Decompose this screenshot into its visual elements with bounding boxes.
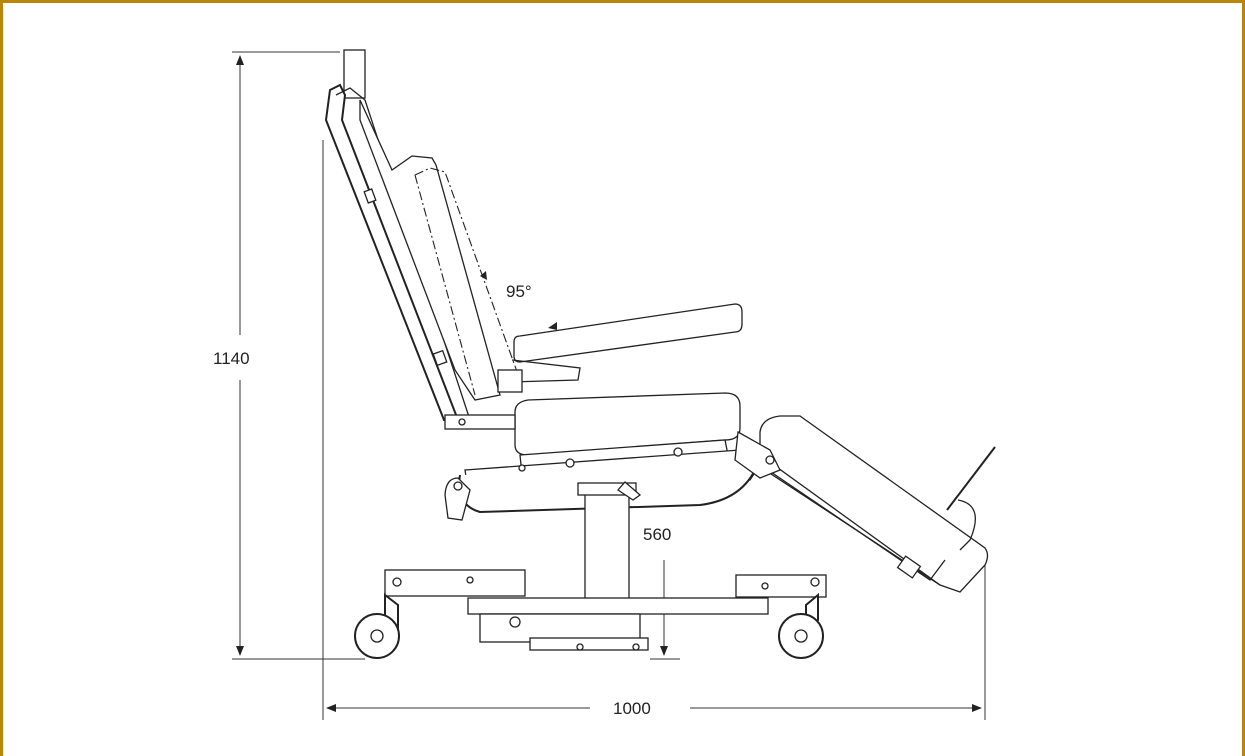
angle-label: 95° bbox=[506, 282, 532, 301]
armrest bbox=[513, 303, 743, 363]
backrest-cushion bbox=[359, 99, 501, 401]
width-dimension: 1000 bbox=[322, 140, 986, 720]
side-bracket bbox=[444, 414, 516, 430]
foot-plate bbox=[946, 446, 996, 511]
pedestal-column bbox=[584, 489, 630, 601]
seat-cushion bbox=[514, 392, 741, 456]
leg-rest bbox=[758, 415, 989, 593]
base-left-arm bbox=[384, 569, 526, 597]
backrest-angle: 95° bbox=[480, 271, 557, 330]
chair-illustration bbox=[324, 49, 996, 659]
caster-left bbox=[354, 592, 400, 659]
base-right-arm bbox=[735, 574, 827, 598]
headrest bbox=[343, 49, 366, 99]
height-dimension: 1140 bbox=[213, 51, 365, 660]
seat-height-label: 560 bbox=[643, 525, 671, 544]
caster-right bbox=[778, 592, 824, 659]
height-label: 1140 bbox=[213, 349, 250, 368]
lift-housing bbox=[479, 613, 641, 643]
width-label: 1000 bbox=[613, 699, 651, 718]
base-frame bbox=[467, 597, 769, 615]
